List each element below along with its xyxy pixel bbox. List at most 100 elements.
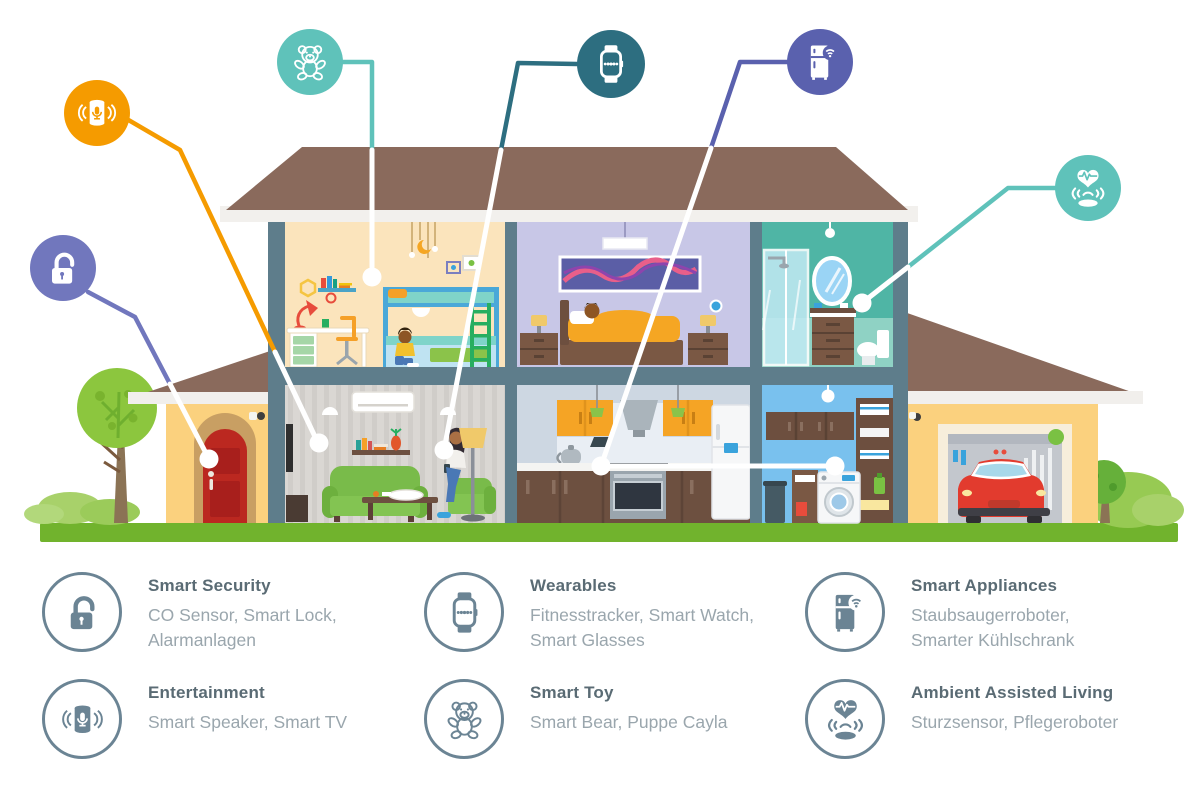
watch-icon	[441, 589, 488, 636]
legend-subtitle: Smart Speaker, Smart TV	[148, 712, 348, 732]
trash-bin	[765, 484, 785, 523]
legend-circle	[42, 572, 122, 652]
connector-toy	[340, 59, 375, 153]
fridge-icon	[822, 589, 869, 636]
kitchen	[517, 385, 751, 523]
door-handle	[208, 471, 214, 477]
garage-roof	[893, 308, 1140, 395]
floor-lamp	[459, 428, 487, 522]
legend-title: Entertainment	[148, 683, 265, 702]
anchor-kettle	[591, 456, 611, 476]
house-structure	[220, 147, 918, 523]
legend-subtitle: CO Sensor, Smart Lock, Alarmanlagen	[148, 605, 337, 650]
upper-cabinets	[557, 400, 713, 436]
smart-toy-badge	[277, 29, 343, 95]
range-hood	[620, 400, 658, 437]
nightstand-left	[520, 315, 558, 365]
legend-circle	[424, 679, 504, 759]
house-illustration	[0, 59, 1184, 542]
tv	[286, 424, 293, 472]
kettle	[556, 445, 581, 465]
pendant-lamp	[590, 385, 685, 417]
security-camera	[249, 412, 257, 420]
entrance-wing	[128, 350, 285, 523]
hanging-mobile	[0, 222, 438, 258]
mirror	[812, 256, 852, 306]
legend-title: Ambient Assisted Living	[911, 683, 1114, 702]
legend-item-smart-appliances: Smart Appliances Staubsaugerroboter, Sma…	[805, 572, 1074, 653]
connector-aal	[905, 185, 1058, 270]
heart-icon	[822, 696, 869, 743]
legend-subtitle: Fitnesstracker, Smart Watch, Smart Glass…	[530, 605, 754, 650]
shower	[762, 248, 810, 367]
painting	[558, 255, 702, 293]
book-shelf	[352, 428, 410, 455]
ball	[1048, 429, 1064, 445]
car	[958, 459, 1050, 523]
legend-circle	[805, 572, 885, 652]
wearables-badge	[577, 30, 645, 98]
child	[395, 327, 419, 367]
bed	[560, 300, 683, 365]
toilet	[857, 330, 889, 365]
connector-entertainment	[122, 115, 278, 355]
legend-circle	[805, 679, 885, 759]
smart-security-badge	[30, 235, 96, 301]
legend-title: Smart Appliances	[911, 576, 1058, 595]
ambient-assisted-living-badge	[1055, 155, 1121, 221]
fridge-icon	[798, 40, 842, 84]
nightstand-right	[688, 315, 728, 365]
tree-left	[24, 368, 157, 525]
legend-circle	[424, 572, 504, 652]
legend-subtitle: Staubsaugerroboter, Smarter Kühlschrank	[911, 605, 1075, 650]
hexagon-decor	[299, 278, 317, 298]
heart-icon	[1066, 166, 1110, 210]
tree-right	[1082, 460, 1184, 528]
wall-sconce	[322, 407, 338, 415]
lower-cabinets	[517, 463, 750, 523]
garage	[888, 308, 1143, 523]
laundry-cabinet	[792, 470, 818, 523]
anchor-wearable	[434, 440, 454, 460]
living-room	[285, 385, 505, 523]
connector-security	[85, 289, 173, 387]
legend-subtitle: Smart Bear, Puppe Cayla	[530, 712, 728, 732]
utility-cabinets	[766, 412, 854, 440]
anchor-smart-toy	[362, 267, 382, 287]
bedroom	[517, 222, 750, 367]
lock-icon	[59, 589, 106, 636]
speaker-icon	[75, 91, 119, 135]
legend-circle	[42, 679, 122, 759]
lock-icon	[41, 246, 85, 290]
shelving-unit	[856, 398, 893, 523]
wall-shelf	[318, 276, 356, 304]
anchor-washer	[825, 456, 845, 476]
connector-appliances	[708, 59, 790, 151]
ceiling-lamp	[602, 237, 648, 250]
washing-machine	[817, 471, 861, 524]
ac-unit	[351, 391, 415, 413]
utility-room	[762, 385, 893, 524]
connector-wearables	[498, 60, 580, 153]
legend-item-ambient-assisted-living: Ambient Assisted Living Sturzsensor, Pfl…	[805, 679, 1118, 759]
bathroom	[762, 222, 893, 367]
lawn	[40, 523, 1178, 542]
fridge	[711, 404, 751, 520]
anchor-smart-speaker	[309, 433, 329, 453]
connectors	[85, 59, 1058, 476]
legend-item-smart-security: Smart Security CO Sensor, Smart Lock, Al…	[42, 572, 337, 653]
legend-item-smart-toy: Smart Toy Smart Bear, Puppe Cayla	[424, 679, 727, 759]
legend-title: Smart Security	[148, 576, 271, 595]
legend-title: Smart Toy	[530, 683, 614, 702]
anchor-door-lock	[199, 449, 219, 469]
bear-icon	[288, 40, 332, 84]
watch-icon	[589, 42, 633, 86]
legend-item-wearables: Wearables Fitnesstracker, Smart Watch, S…	[424, 572, 754, 653]
sleeping-person	[584, 303, 600, 319]
smart-appliances-badge	[787, 29, 853, 95]
speaker-icon	[59, 696, 106, 743]
bear-icon	[441, 696, 488, 743]
main-roof	[226, 147, 908, 210]
wall-clock	[709, 299, 723, 313]
